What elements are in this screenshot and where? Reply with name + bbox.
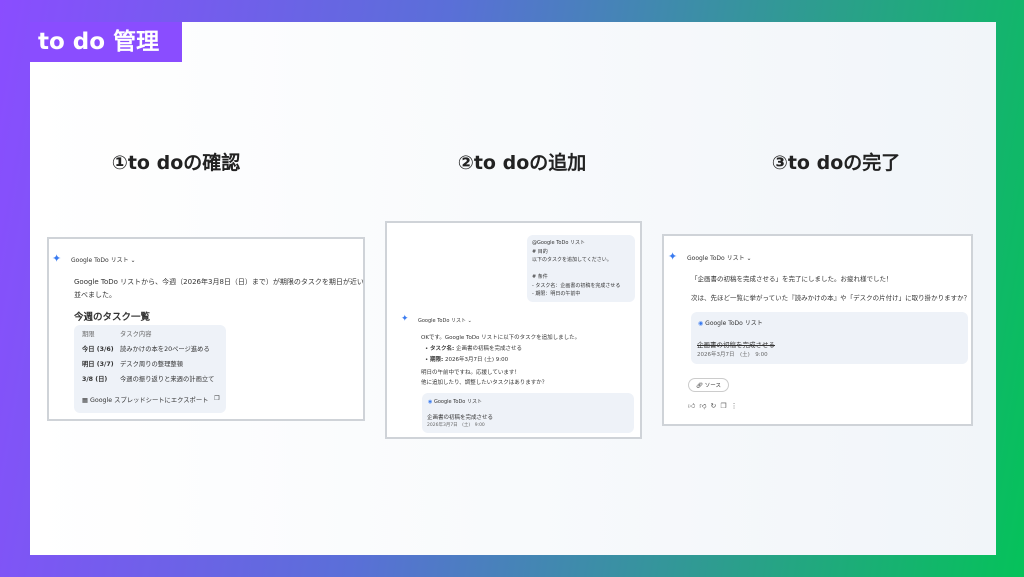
gemini-star-icon: ✦ xyxy=(401,314,409,324)
chevron-down-icon[interactable]: ⌄ xyxy=(467,318,472,324)
export-button[interactable]: ▦ Google スプレッドシートにエクスポート❐ xyxy=(82,395,220,404)
screenshot-check: ✦ Google ToDo リスト ⌄ Google ToDo リストから、今週… xyxy=(47,237,365,421)
chevron-down-icon[interactable]: ⌄ xyxy=(746,255,752,262)
follow-text-2: 他に追加したり、調整したいタスクはありますか？ xyxy=(421,380,548,386)
copy-icon[interactable]: ❐ xyxy=(214,395,220,402)
table-row: 3/8 (日)今週の振り返りと来週の計画立て xyxy=(82,376,215,383)
chevron-down-icon[interactable]: ⌄ xyxy=(130,257,136,264)
screenshot-complete: ✦ Google ToDo リスト ⌄ 「企画書の初稿を完成させる」を完了にしま… xyxy=(662,234,973,426)
completed-task-title: 企画書の初稿を完成させる xyxy=(697,341,775,349)
app-label: Google ToDo リスト xyxy=(71,257,129,264)
screenshot-add: @Google ToDo リスト # 目的 以下のタスクを追加してください。 #… xyxy=(385,221,642,439)
user-prompt: @Google ToDo リスト # 目的 以下のタスクを追加してください。 #… xyxy=(527,235,635,302)
todo-check-icon: ◉ xyxy=(428,399,433,405)
slide-title: to do 管理 xyxy=(30,22,182,62)
app-label: Google ToDo リスト xyxy=(418,318,466,324)
heading-check: ①to doの確認 xyxy=(111,152,241,174)
sheet-icon: ▦ xyxy=(82,397,88,404)
copy-icon[interactable]: ❐ xyxy=(720,402,731,410)
thumbs-up-icon[interactable]: 👍︎ xyxy=(688,402,700,410)
heading-add: ②to doの追加 xyxy=(457,152,587,174)
more-icon[interactable]: ⋮ xyxy=(730,402,742,410)
col-header-due: 期限 xyxy=(82,331,95,338)
todo-check-icon: ◉ xyxy=(698,320,704,327)
follow-text: 明日の午前中ですね。応援しています！ xyxy=(421,370,520,376)
task-date: 2026年3月7日 (土) 9:00 xyxy=(427,423,485,428)
thumbs-down-icon[interactable]: 👎︎ xyxy=(699,402,711,410)
heading-complete: ③to doの完了 xyxy=(771,152,901,174)
gemini-star-icon: ✦ xyxy=(668,250,678,263)
bullet-due: • 期限: 2026年3月7日 (土) 9:00 xyxy=(425,357,509,363)
intro-text-2: 並べました。 xyxy=(74,291,116,299)
task-table: 期限 タスク内容 今日 (3/6)読みかけの本を20ページ進める 明日 (3/7)… xyxy=(74,325,226,413)
task-date: 2026年3月7日 (土) 9:00 xyxy=(697,352,768,358)
todo-card[interactable]: ◉ Google ToDo リスト 企画書の初稿を完成させる 2026年3月7日… xyxy=(422,393,634,433)
source-button[interactable]: 🔗︎ ソース xyxy=(688,378,729,392)
table-title: 今週のタスク一覧 xyxy=(74,312,151,323)
table-row: 今日 (3/6)読みかけの本を20ページ進める xyxy=(82,346,210,353)
regenerate-icon[interactable]: ↻ xyxy=(710,402,721,410)
next-message: 次は、先ほど一覧に挙がっていた『読みかけの本』や「デスクの片付け」に取り掛かりま… xyxy=(691,294,971,302)
todo-card[interactable]: ◉ Google ToDo リスト 企画書の初稿を完成させる 2026年3月7日… xyxy=(691,312,968,364)
app-label: Google ToDo リスト xyxy=(687,255,745,262)
complete-message: 「企画書の初稿を完成させる」を完了にしました。お疲れ様でした！ xyxy=(691,275,893,283)
col-header-task: タスク内容 xyxy=(120,331,152,338)
bullet-task: • タスク名: 企画書の初稿を完成させる xyxy=(425,346,522,352)
table-row: 明日 (3/7)デスク周りの整理整頓 xyxy=(82,361,183,368)
gemini-star-icon: ✦ xyxy=(52,252,62,265)
intro-text: Google ToDo リストから、今週（2026年3月8日（日）まで）が期限の… xyxy=(74,278,365,286)
link-icon: 🔗︎ xyxy=(696,383,703,389)
reply-text: OKです。Google ToDo リストに以下のタスクを追加しました。 xyxy=(421,335,581,341)
task-title: 企画書の初稿を完成させる xyxy=(427,415,494,421)
